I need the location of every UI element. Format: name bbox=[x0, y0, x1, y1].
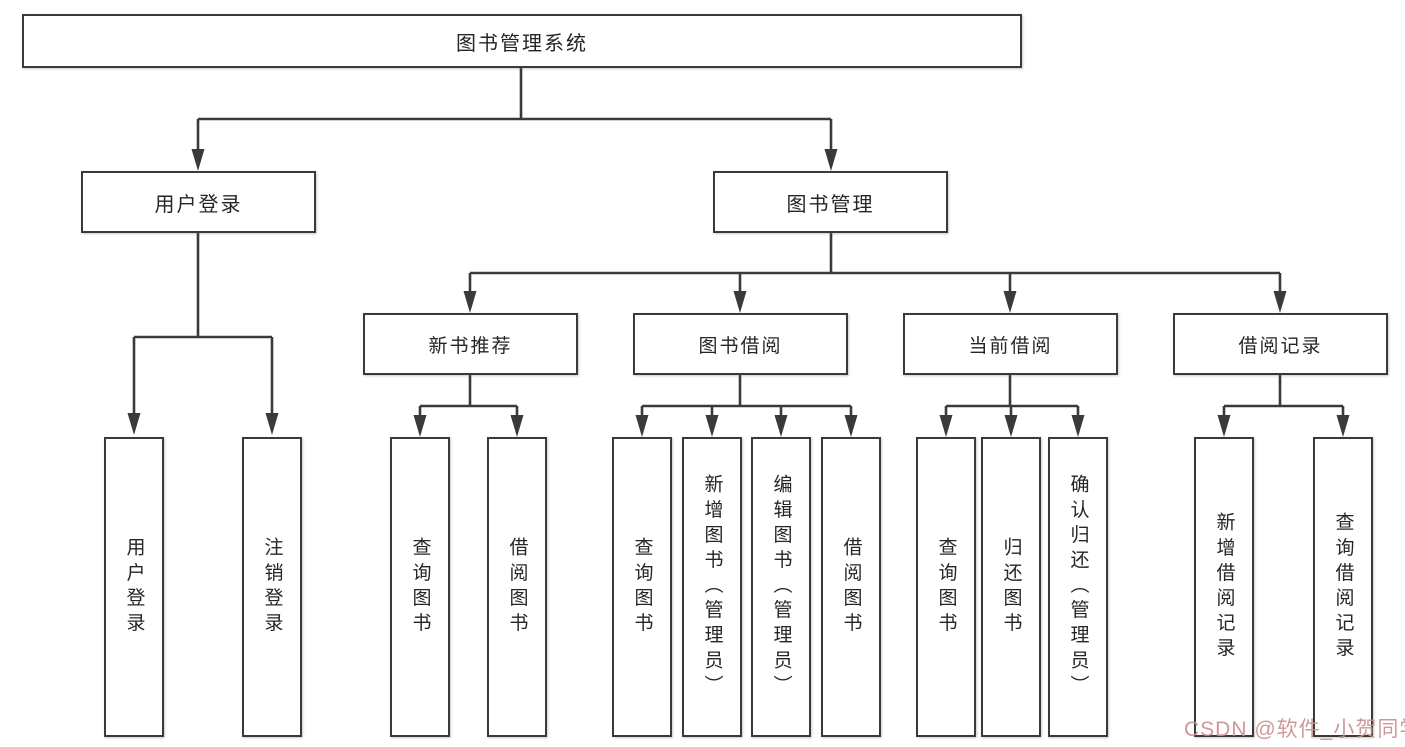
leaf-query-books-3: 查询图书 bbox=[916, 437, 976, 737]
leaf-return-books: 归还图书 bbox=[981, 437, 1041, 737]
leaf-query-borrow-record-label: 查询借阅记录 bbox=[1332, 511, 1354, 663]
node-new-book-recommendation-label: 新书推荐 bbox=[428, 335, 513, 357]
node-book-management: 图书管理 bbox=[713, 171, 948, 233]
leaf-add-borrow-record: 新增借阅记录 bbox=[1194, 437, 1254, 737]
node-root-label: 图书管理系统 bbox=[456, 32, 588, 55]
leaf-edit-books-admin-label: 编辑图书（管理员） bbox=[770, 474, 792, 700]
leaf-query-borrow-record: 查询借阅记录 bbox=[1313, 437, 1373, 737]
node-book-borrowing-label: 图书借阅 bbox=[698, 335, 783, 357]
leaf-query-books-1-label: 查询图书 bbox=[409, 536, 431, 638]
leaf-confirm-return-admin-label: 确认归还（管理员） bbox=[1067, 474, 1089, 700]
leaf-borrow-books-1-label: 借阅图书 bbox=[506, 536, 528, 638]
leaf-query-books-1: 查询图书 bbox=[390, 437, 450, 737]
node-root-library-system: 图书管理系统 bbox=[22, 14, 1022, 68]
node-current-borrowing-label: 当前借阅 bbox=[968, 335, 1053, 357]
leaf-borrow-books-2-label: 借阅图书 bbox=[840, 536, 862, 638]
node-user-login-label: 用户登录 bbox=[154, 193, 243, 216]
leaf-borrow-books-2: 借阅图书 bbox=[821, 437, 881, 737]
leaf-query-books-3-label: 查询图书 bbox=[935, 536, 957, 638]
leaf-return-books-label: 归还图书 bbox=[1000, 536, 1022, 638]
leaf-add-borrow-record-label: 新增借阅记录 bbox=[1213, 511, 1235, 663]
node-borrowing-records: 借阅记录 bbox=[1173, 313, 1388, 375]
node-user-login: 用户登录 bbox=[81, 171, 316, 233]
leaf-add-books-admin: 新增图书（管理员） bbox=[682, 437, 742, 737]
csdn-watermark: CSDN @软件_小贺同学 bbox=[1184, 718, 1405, 741]
node-book-borrowing: 图书借阅 bbox=[633, 313, 848, 375]
node-new-book-recommendation: 新书推荐 bbox=[363, 313, 578, 375]
leaf-logout: 注销登录 bbox=[242, 437, 302, 737]
leaf-user-login: 用户登录 bbox=[104, 437, 164, 737]
leaf-confirm-return-admin: 确认归还（管理员） bbox=[1048, 437, 1108, 737]
node-borrowing-records-label: 借阅记录 bbox=[1238, 335, 1323, 357]
leaf-edit-books-admin: 编辑图书（管理员） bbox=[751, 437, 811, 737]
leaf-query-books-2: 查询图书 bbox=[612, 437, 672, 737]
leaf-add-books-admin-label: 新增图书（管理员） bbox=[701, 474, 723, 700]
leaf-user-login-label: 用户登录 bbox=[123, 536, 145, 638]
leaf-logout-label: 注销登录 bbox=[261, 536, 283, 638]
leaf-query-books-2-label: 查询图书 bbox=[631, 536, 653, 638]
node-book-management-label: 图书管理 bbox=[786, 193, 875, 216]
leaf-borrow-books-1: 借阅图书 bbox=[487, 437, 547, 737]
node-current-borrowing: 当前借阅 bbox=[903, 313, 1118, 375]
